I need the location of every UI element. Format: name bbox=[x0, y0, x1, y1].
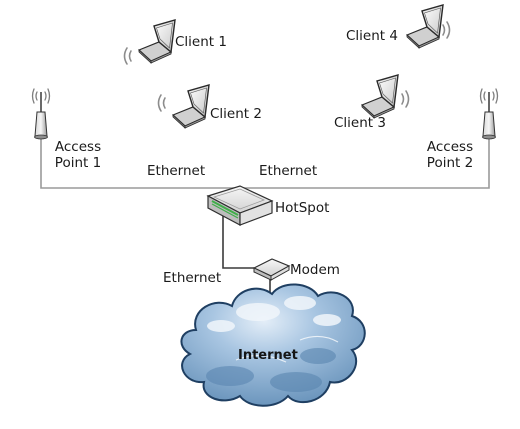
client-2-label: Client 2 bbox=[210, 106, 262, 122]
client-3-label: Client 3 bbox=[334, 115, 386, 131]
modem-icon bbox=[252, 258, 291, 281]
access-point-2-label: Access Point 2 bbox=[418, 139, 482, 171]
ethernet-cable-backbone bbox=[40, 137, 490, 189]
modem-label: Modem bbox=[290, 262, 340, 278]
client-1-label: Client 1 bbox=[175, 34, 227, 50]
access-point-2-label-line2: Point 2 bbox=[426, 155, 474, 171]
access-point-1-label: Access Point 1 bbox=[46, 139, 110, 171]
hotspot-label: HotSpot bbox=[275, 200, 330, 216]
client-3-wifi-waves-icon bbox=[401, 90, 410, 108]
ethernet-cable-hotspot-modem bbox=[222, 213, 254, 269]
client-1-laptop-icon bbox=[138, 19, 176, 64]
ethernet-label-right: Ethernet bbox=[259, 163, 318, 179]
client-4-laptop-icon bbox=[406, 4, 444, 49]
internet-label: Internet bbox=[238, 348, 298, 363]
ethernet-label-left: Ethernet bbox=[147, 163, 206, 179]
client-4-wifi-waves-icon bbox=[442, 21, 451, 39]
access-point-1-label-line2: Point 1 bbox=[54, 155, 102, 171]
client-1-wifi-waves-icon bbox=[123, 47, 132, 65]
internet-cloud-icon bbox=[180, 283, 366, 407]
client-2-wifi-waves-icon bbox=[157, 94, 166, 112]
access-point-1-icon bbox=[31, 88, 51, 140]
client-2-laptop-icon bbox=[172, 84, 210, 129]
access-point-1-label-line1: Access bbox=[54, 139, 102, 155]
access-point-2-icon bbox=[479, 88, 499, 140]
access-point-2-label-line1: Access bbox=[426, 139, 474, 155]
client-3-laptop-icon bbox=[361, 74, 399, 119]
client-4-label: Client 4 bbox=[346, 28, 398, 44]
hotspot-router-icon bbox=[206, 185, 274, 226]
ethernet-label-modem: Ethernet bbox=[163, 270, 222, 286]
